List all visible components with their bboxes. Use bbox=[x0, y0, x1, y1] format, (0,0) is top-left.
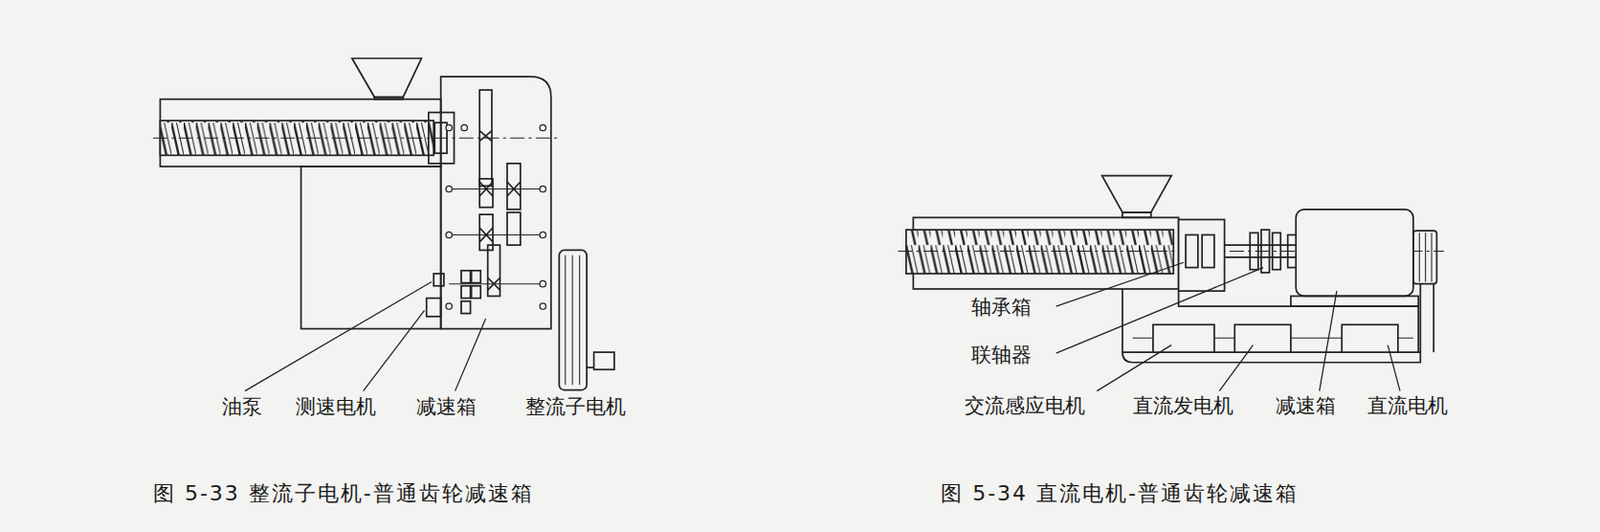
drawing-stroke bbox=[1056, 267, 1264, 355]
drawing-stroke bbox=[1234, 324, 1291, 353]
drawing-stroke bbox=[1432, 284, 1435, 353]
drawing-stroke bbox=[153, 137, 562, 139]
drawing-stroke bbox=[471, 286, 482, 299]
drawing-stroke bbox=[433, 273, 445, 287]
drawing-stroke bbox=[507, 181, 521, 197]
drawing-stroke bbox=[479, 181, 493, 197]
drawing-stroke bbox=[445, 231, 452, 238]
drawing-stroke bbox=[434, 122, 447, 154]
drawing-stroke bbox=[352, 58, 423, 98]
drawing-stroke bbox=[488, 277, 501, 290]
drawing-stroke bbox=[1319, 290, 1337, 392]
drawing-stroke bbox=[479, 178, 493, 208]
drawing-stroke bbox=[539, 124, 546, 131]
part-label: 测速电机 bbox=[295, 395, 377, 419]
drawing-stroke bbox=[374, 97, 403, 100]
drawing-stroke bbox=[488, 244, 501, 296]
drawing-stroke bbox=[1249, 232, 1259, 269]
drawing-stroke bbox=[479, 227, 493, 243]
drawing-stroke bbox=[448, 234, 543, 236]
part-label: 油泵 bbox=[222, 395, 263, 419]
drawing-stroke bbox=[301, 166, 442, 330]
drawing-stroke bbox=[1272, 232, 1282, 269]
part-label: 直流电机 bbox=[1367, 394, 1448, 418]
right-extruder bbox=[897, 176, 1444, 392]
drawing-stroke bbox=[539, 303, 546, 310]
drawing-stroke bbox=[1096, 345, 1172, 392]
drawing-stroke bbox=[1219, 345, 1253, 392]
part-label: 轴承箱 bbox=[971, 295, 1032, 319]
drawing-stroke bbox=[1122, 212, 1152, 218]
drawing-stroke bbox=[1419, 232, 1421, 282]
drawing-stroke bbox=[1261, 229, 1270, 273]
drawing-stroke bbox=[445, 124, 547, 310]
drawing-stroke bbox=[564, 255, 566, 385]
drawing-stroke bbox=[479, 181, 493, 197]
drawing-stroke bbox=[426, 298, 442, 317]
left-extruder bbox=[153, 58, 615, 392]
drawing-stroke bbox=[1431, 232, 1433, 282]
drawing-stroke bbox=[488, 277, 501, 290]
drawing-stroke bbox=[448, 188, 543, 190]
drawing-stroke bbox=[461, 124, 467, 131]
drawing-stroke bbox=[1102, 176, 1173, 213]
drawing-stroke bbox=[558, 249, 587, 390]
drawing-stroke bbox=[539, 280, 546, 287]
part-label: 减速箱 bbox=[416, 395, 477, 419]
drawing-stroke bbox=[1387, 345, 1400, 392]
drawing-stroke bbox=[1419, 284, 1422, 353]
drawing-stroke bbox=[441, 76, 552, 329]
drawing-stroke bbox=[572, 255, 574, 385]
drawing-stroke bbox=[471, 270, 482, 284]
drawing-stroke bbox=[586, 366, 594, 369]
drawing-stroke bbox=[1413, 230, 1438, 284]
part-label: 联轴器 bbox=[971, 343, 1032, 367]
drawing-stroke bbox=[1056, 262, 1184, 307]
drawing-stroke bbox=[445, 185, 452, 192]
drawing-stroke bbox=[1295, 209, 1414, 297]
drawing-stroke bbox=[1224, 256, 1297, 259]
drawing-stroke bbox=[539, 231, 546, 238]
drawing-stroke bbox=[445, 124, 452, 131]
drawing-stroke bbox=[159, 99, 441, 167]
drawing-stroke bbox=[445, 303, 452, 310]
drawing-stroke bbox=[1424, 232, 1426, 282]
drawing-stroke bbox=[479, 131, 492, 142]
drawing-stroke bbox=[479, 89, 492, 186]
part-label: 直流发电机 bbox=[1133, 394, 1234, 418]
drawing-stroke bbox=[461, 270, 471, 284]
drawing-stroke bbox=[363, 310, 425, 391]
drawing-stroke bbox=[461, 301, 471, 314]
drawing-stroke bbox=[461, 286, 471, 299]
drawing-stroke bbox=[479, 227, 493, 243]
drawing-stroke bbox=[479, 131, 492, 142]
drawing-stroke bbox=[1341, 324, 1399, 353]
drawing-stroke bbox=[1153, 324, 1215, 353]
part-label: 整流子电机 bbox=[525, 395, 626, 419]
drawing-stroke bbox=[539, 185, 546, 192]
drawing-stroke bbox=[594, 352, 615, 370]
part-label: 减速箱 bbox=[1275, 394, 1336, 418]
part-label: 交流感应电机 bbox=[964, 394, 1086, 418]
drawing-stroke bbox=[1201, 234, 1215, 267]
figure-caption: 图 5-34 直流电机-普通齿轮减速箱 bbox=[940, 481, 1299, 506]
drawing-stroke bbox=[428, 112, 455, 164]
drawing-stroke bbox=[1122, 288, 1421, 363]
drawing-stroke bbox=[1290, 295, 1419, 307]
drawing-stroke bbox=[507, 212, 521, 245]
drawing-stroke bbox=[507, 181, 521, 197]
figure-caption: 图 5-33 整流子电机-普通齿轮减速箱 bbox=[153, 481, 534, 506]
drawing-stroke bbox=[507, 163, 521, 210]
drawing-stroke bbox=[578, 255, 580, 385]
drawing-stroke bbox=[244, 282, 432, 392]
drawing-stroke bbox=[1224, 244, 1297, 246]
drawing-stroke bbox=[1178, 219, 1225, 291]
drawing-stroke bbox=[455, 318, 487, 392]
drawing-stroke bbox=[1185, 234, 1199, 267]
